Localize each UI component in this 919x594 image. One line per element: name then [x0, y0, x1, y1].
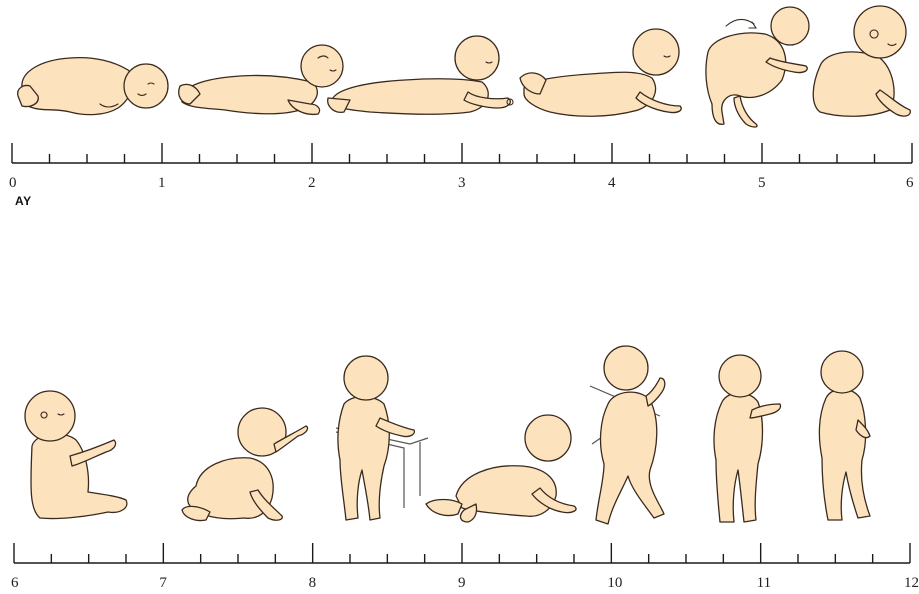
timeline-top-tick-label: 3 [458, 175, 466, 191]
timeline-top-tick-label: 4 [608, 175, 616, 191]
timeline-top-tick-label: 5 [758, 175, 766, 191]
baby-standing-alone-figure [714, 355, 781, 522]
timeline-bottom-tick-label: 6 [11, 575, 19, 591]
baby-prone-on-forearms-figure [520, 29, 681, 116]
timeline-top-tick-label: 6 [906, 175, 914, 191]
timeline-bottom-tick-label: 10 [607, 575, 622, 591]
timeline-top-tick-label: 1 [158, 175, 166, 191]
timeline-bottom-tick-label: 9 [458, 575, 466, 591]
timeline-bottom-tick-label: 8 [309, 575, 317, 591]
timeline-top-tick-label: 2 [308, 175, 316, 191]
timeline-bottom-tick-label: 12 [904, 575, 919, 591]
timeline-top-tick-label: 0 [9, 175, 17, 191]
baby-fetal-curl-figure [18, 58, 168, 115]
timeline-bottom-tick-label: 7 [159, 575, 167, 591]
baby-sitting-alone-figure [25, 391, 127, 519]
baby-crawling-figure [426, 415, 576, 522]
timeline-top-axis: 0 1 2 3 4 5 6 [9, 143, 914, 191]
baby-sitting-supported-figure [813, 6, 910, 116]
baby-prone-chest-up-figure [328, 36, 513, 114]
baby-rolling-over-figure [706, 7, 809, 127]
timeline-bottom-axis: 6 7 8 9 10 11 12 [11, 543, 919, 591]
baby-prone-lifting-head-figure [179, 45, 343, 114]
baby-walking-alone-figure [819, 351, 870, 520]
baby-standing-holding-furniture-figure [336, 356, 428, 520]
baby-reaching-on-knees-figure [182, 408, 308, 521]
timeline-bottom-tick-label: 11 [757, 575, 771, 591]
baby-walking-holding-furniture-figure [590, 346, 665, 524]
